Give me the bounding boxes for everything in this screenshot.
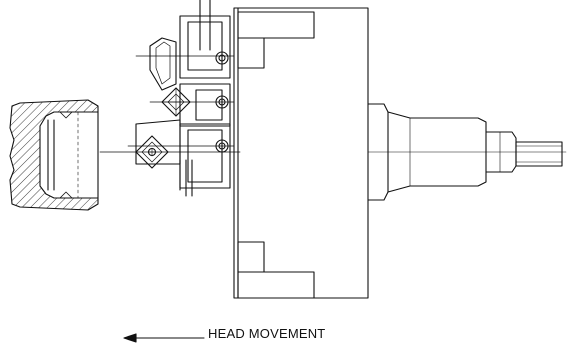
upper-tool-holder [135, 0, 235, 91]
middle-tool-holder [149, 83, 235, 127]
lower-tool-holder [127, 119, 235, 197]
head-movement-label: HEAD MOVEMENT [208, 326, 326, 341]
head-body [233, 7, 369, 299]
head-movement-arrow [123, 333, 205, 343]
workpiece-section [9, 99, 99, 211]
shank [367, 103, 567, 201]
